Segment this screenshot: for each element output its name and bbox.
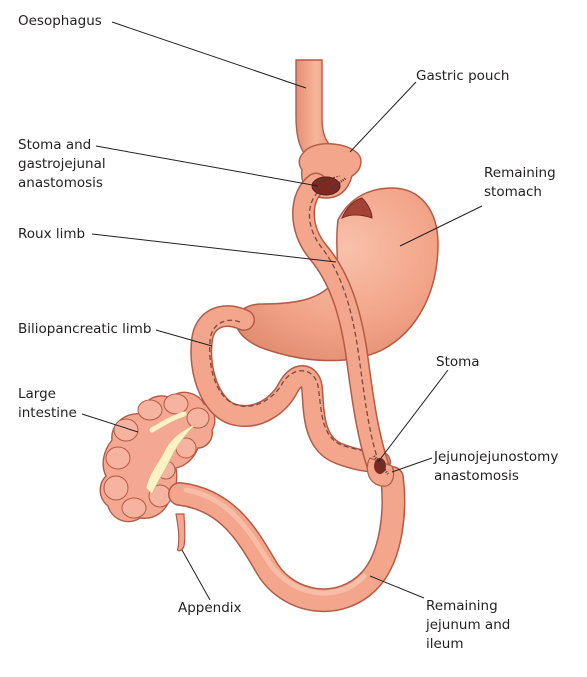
label-remaining-jejunum: Remaining jejunum and ileum [426, 598, 511, 652]
jejunojejunostomy [366, 455, 395, 487]
biliopancreatic-limb [190, 305, 391, 473]
oesophagus [295, 59, 338, 157]
label-stoma: Stoma [436, 354, 480, 370]
label-jejunojejunostomy: Jejunojejunostomy anastomosis [434, 449, 559, 484]
label-biliopancreatic-limb: Biliopancreatic limb [18, 321, 152, 337]
leader-roux-limb [91, 233, 337, 263]
leader-stoma-gastrojejunal [95, 145, 319, 187]
label-roux-limb: Roux limb [18, 226, 86, 242]
appendix [175, 513, 186, 552]
leader-stoma [377, 369, 449, 463]
large-intestine [99, 391, 216, 552]
gastrojejunal-stoma [311, 175, 347, 196]
leader-oesophagus [111, 21, 307, 89]
label-appendix: Appendix [178, 600, 242, 616]
roux-limb [292, 172, 390, 478]
label-stoma-gastrojejunal: Stoma and gastrojejunal anastomosis [18, 137, 106, 191]
leader-appendix [181, 549, 211, 601]
label-remaining-stomach: Remaining stomach [484, 165, 556, 200]
leader-lines [81, 21, 483, 601]
leader-remaining-jejunum [369, 575, 425, 599]
label-gastric-pouch: Gastric pouch [416, 68, 510, 84]
label-oesophagus: Oesophagus [18, 13, 102, 29]
label-large-intestine: Large intestine [18, 386, 77, 421]
leader-remaining-stomach [399, 205, 483, 247]
leader-jejunojejunostomy [391, 457, 433, 473]
leader-large-intestine [81, 413, 139, 433]
leader-biliopancreatic [155, 329, 213, 347]
leader-gastric-pouch [349, 81, 417, 153]
